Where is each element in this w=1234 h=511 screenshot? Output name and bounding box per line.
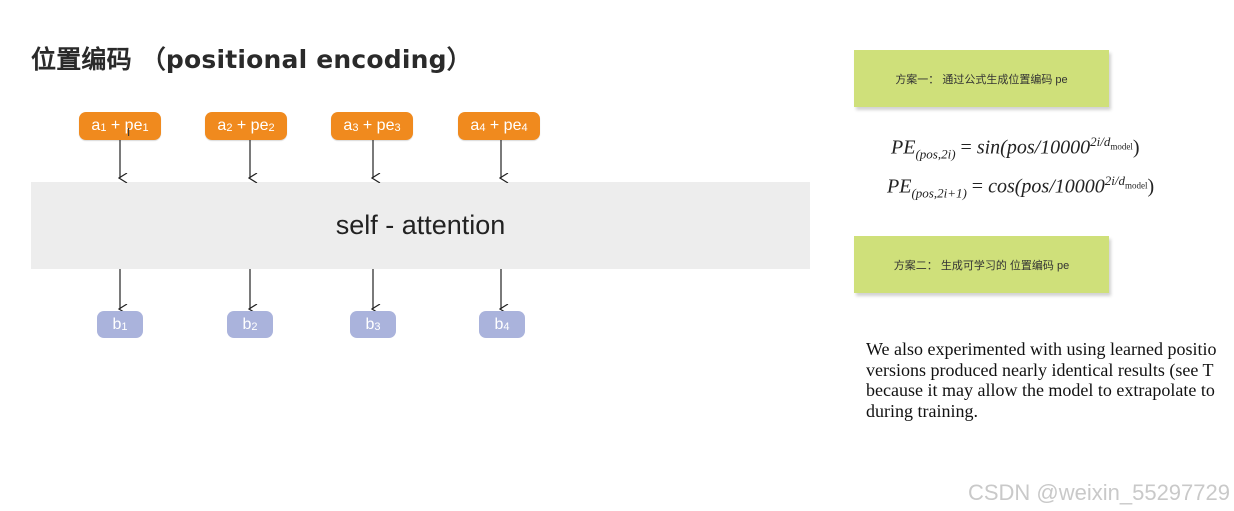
scheme-2-note: 方案二： 生成可学习的 位置编码 pe xyxy=(854,236,1109,293)
input-token-3: a3 + pe3 xyxy=(331,112,413,140)
text-cursor-icon: I xyxy=(127,126,131,139)
input-token-1: a1 + pe1 xyxy=(79,112,161,140)
page-title: 位置编码 （positional encoding） xyxy=(31,45,472,74)
arrows xyxy=(0,140,820,320)
paper-line: during training. xyxy=(866,400,978,421)
output-token-1: b1 xyxy=(97,311,143,338)
paper-line: versions produced nearly identical resul… xyxy=(866,359,1214,380)
output-token-4: b4 xyxy=(479,311,525,338)
paper-line: We also experimented with using learned … xyxy=(866,339,1217,359)
watermark: CSDN @weixin_55297729 xyxy=(967,480,1230,505)
formula-sin: PE(pos,2i) = sin(pos/100002i/dmodel) xyxy=(891,134,1140,162)
formula-cos: PE(pos,2i+1) = cos(pos/100002i/dmodel) xyxy=(887,173,1155,201)
output-token-3: b3 xyxy=(350,311,396,338)
input-token-4: a4 + pe4 xyxy=(458,112,540,140)
self-attention-block xyxy=(31,182,810,269)
self-attention-label: self - attention xyxy=(335,210,506,240)
paper-line: because it may allow the model to extrap… xyxy=(866,380,1215,400)
output-token-2: b2 xyxy=(227,311,273,338)
input-token-2: a2 + pe2 xyxy=(205,112,287,140)
paper-excerpt: We also experimented with using learned … xyxy=(866,339,1234,421)
scheme-1-note: 方案一： 通过公式生成位置编码 pe xyxy=(854,50,1109,107)
